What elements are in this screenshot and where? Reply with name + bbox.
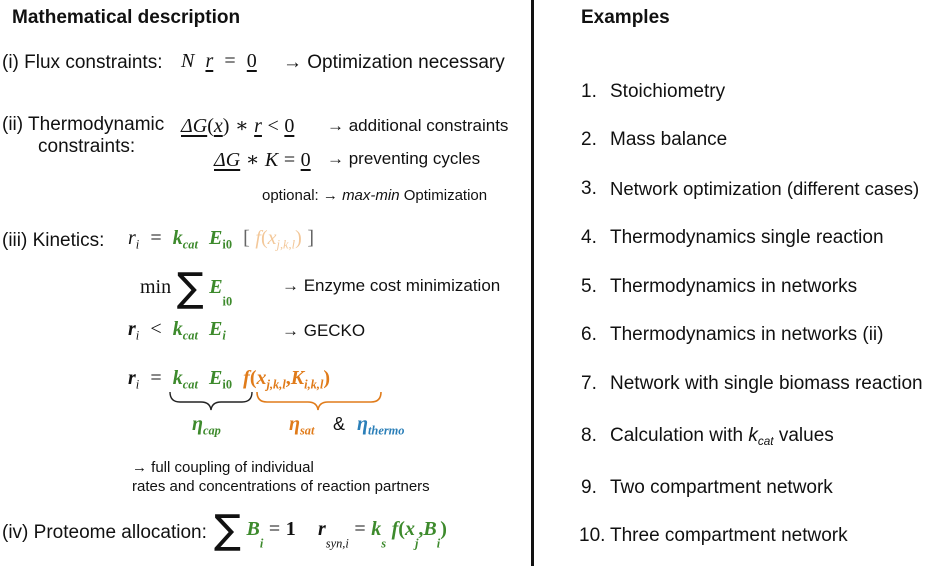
proteome-equation: ∑ Bi = 1 rsyn,i = ks f(xj,Bi) [214,507,447,553]
eta-cap: ηcap [192,413,221,438]
thermo-label-1: (ii) Thermodynamic [2,114,165,135]
thermo-equation-1: ΔG(x) ∗ r < 0 [181,115,295,137]
eta-thermo: ηthermo [357,413,405,438]
brace-sat [256,391,382,411]
flux-note: → Optimization necessary [283,52,505,73]
column-divider [531,0,534,566]
thermo-note-2: → preventing cycles [327,149,481,168]
arrow-icon: → [283,52,302,73]
kinetics-equation-1: ri = kcat Ei0 [ f(xj,k,l) ] [128,227,315,252]
thermo-equation-2: ΔG ∗ K = 0 [214,149,311,171]
flux-label: (i) Flux constraints: [2,52,163,73]
kinetics-label: (iii) Kinetics: [2,230,105,251]
proteome-label: (iv) Proteome allocation: [2,522,207,543]
gecko-note: → GECKO [282,321,366,340]
kinetics-equation-full: ri = kcat Ei0 f(xj,k,l,Ki,k,l) [128,367,331,392]
coupling-note-1: → full coupling of individual [132,459,314,476]
thermo-label-2: constraints: [38,136,136,157]
sigma-icon: ∑ [214,507,241,553]
coupling-note-2: rates and concentrations of reaction par… [132,478,430,495]
brace-cap [169,391,253,411]
underbraces [169,391,382,411]
flux-equation: N r = 0 [181,50,257,72]
ampersand: & [333,414,346,434]
enzyme-cost-equation: min ∑ Ei0 [140,265,233,311]
enzyme-cost-note: → Enzyme cost minimization [282,276,501,295]
thermo-optional-note: optional: → max-min Optimization [262,187,488,204]
gecko-equation: ri < kcat Ei [128,318,226,343]
thermo-note-1: → additional constraints [327,116,509,135]
left-title: Mathematical description [12,7,241,28]
sigma-icon: ∑ [176,265,204,311]
examples-title: Examples [581,7,670,28]
eta-sat: ηsat [289,413,315,438]
